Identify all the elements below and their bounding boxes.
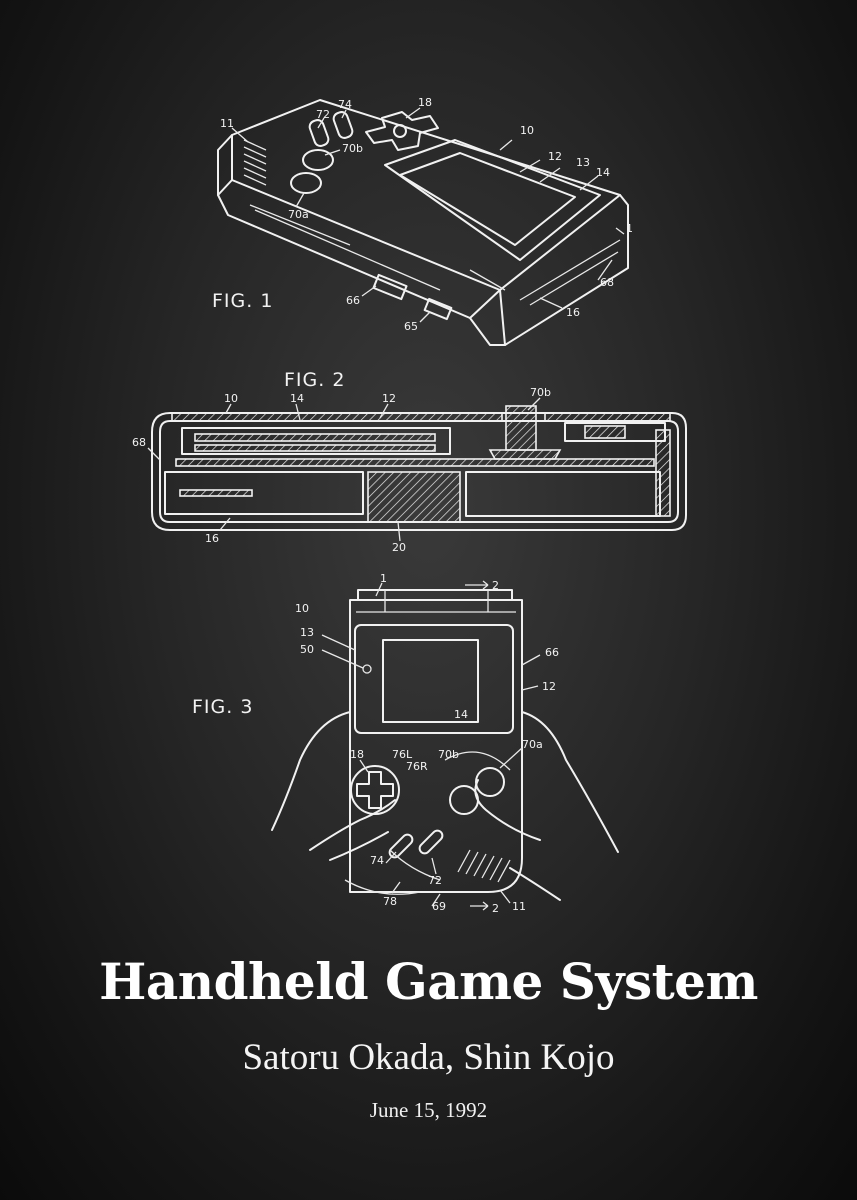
poster-date: June 15, 1992 bbox=[369, 1098, 488, 1122]
ref-number: 13 bbox=[300, 626, 314, 639]
ref-number: 68 bbox=[600, 276, 614, 289]
ref-number: 10 bbox=[295, 602, 309, 615]
ref-number: 13 bbox=[576, 156, 590, 169]
ref-number: 65 bbox=[404, 320, 418, 333]
ref-number: 66 bbox=[545, 646, 559, 659]
poster-title: Handheld Game System bbox=[99, 952, 758, 1011]
ref-number: 2 bbox=[492, 579, 499, 592]
ref-number: 14 bbox=[596, 166, 610, 179]
ref-number: 14 bbox=[454, 708, 468, 721]
patent-drawings: FIG. 1 11 72 74 18 70b 10 12 13 14 70a 1… bbox=[132, 96, 687, 915]
ref-number: 11 bbox=[220, 117, 234, 130]
ref-number: 76R bbox=[406, 760, 428, 773]
ref-number: 70a bbox=[522, 738, 543, 751]
fig3-label: FIG. 3 bbox=[192, 696, 253, 718]
ref-number: 16 bbox=[205, 532, 219, 545]
ref-number: 72 bbox=[428, 874, 442, 887]
poster-inventors: Satoru Okada, Shin Kojo bbox=[242, 1037, 615, 1078]
ref-number: 74 bbox=[338, 98, 352, 111]
fig2-drawing: FIG. 2 bbox=[132, 369, 687, 554]
ref-number: 11 bbox=[512, 900, 526, 913]
ref-number: 12 bbox=[548, 150, 562, 163]
fig3-reference-numbers: 1 2 10 13 50 66 12 14 18 76L 70b 76R 70a… bbox=[295, 572, 559, 915]
ref-number: 12 bbox=[542, 680, 556, 693]
ref-number: 50 bbox=[300, 643, 314, 656]
fig2-label: FIG. 2 bbox=[284, 369, 345, 391]
ref-number: 10 bbox=[520, 124, 534, 137]
ref-number: 72 bbox=[316, 108, 330, 121]
ref-number: 70a bbox=[288, 208, 309, 221]
ref-number: 10 bbox=[224, 392, 238, 405]
ref-number: 74 bbox=[370, 854, 384, 867]
ref-number: 20 bbox=[392, 541, 406, 554]
ref-number: 1 bbox=[380, 572, 387, 585]
ref-number: 66 bbox=[346, 294, 360, 307]
ref-number: 69 bbox=[432, 900, 446, 913]
ref-number: 68 bbox=[132, 436, 146, 449]
ref-number: 70b bbox=[342, 142, 363, 155]
ref-number: 14 bbox=[290, 392, 304, 405]
ref-number: 18 bbox=[418, 96, 432, 109]
ref-number: 12 bbox=[382, 392, 396, 405]
ref-number: 70b bbox=[530, 386, 551, 399]
ref-number: 18 bbox=[350, 748, 364, 761]
ref-number: 2 bbox=[492, 902, 499, 915]
fig2-reference-numbers: 10 14 12 70b 68 16 20 bbox=[132, 386, 551, 554]
fig1-label: FIG. 1 bbox=[212, 290, 273, 312]
ref-number: 1 bbox=[626, 222, 633, 235]
ref-number: 16 bbox=[566, 306, 580, 319]
ref-number: 76L bbox=[392, 748, 413, 761]
fig1-reference-numbers: 11 72 74 18 70b 10 12 13 14 70a 1 68 66 … bbox=[220, 96, 633, 333]
ref-number: 70b bbox=[438, 748, 459, 761]
fig1-drawing: FIG. 1 11 72 74 18 70b 10 12 13 14 70a 1… bbox=[212, 96, 633, 346]
ref-number: 78 bbox=[383, 895, 397, 908]
fig3-drawing: FIG. 3 bbox=[192, 572, 619, 915]
